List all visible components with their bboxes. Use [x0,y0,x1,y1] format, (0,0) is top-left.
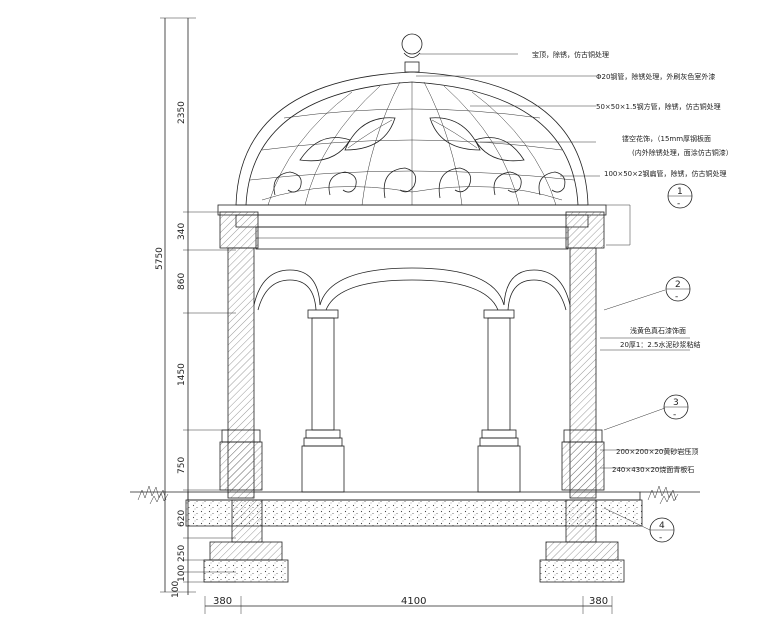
svg-text:-: - [677,199,680,209]
note-square-tube: 50×50×1.5钢方管，除锈，仿古铜处理 [596,102,721,111]
right-pillar [561,247,605,499]
dim-column: 1450 [177,363,187,386]
callout-4: 4 - [649,517,675,543]
svg-text:-: - [659,533,662,543]
floor-slab [130,491,700,527]
left-column [301,309,345,493]
dim-span: 4100 [401,596,426,607]
left-plants [137,485,169,505]
dome-ornament-leaves [299,117,525,162]
callout-3: 3 - [663,394,689,420]
note-flat-tube: 100×50×2钢扁管，除锈，仿古铜处理 [604,169,726,178]
svg-text:4: 4 [659,521,665,531]
dim-arch: 860 [177,273,187,290]
note-finial: 宝顶，除锈，仿古铜处理 [532,50,609,59]
note-bluestone: 240×430×20烧面青板石 [612,465,694,474]
horizontal-dimension-chain: 380 4100 380 [204,596,613,614]
svg-text:-: - [675,292,678,302]
left-pillar [219,247,263,499]
dim-footing-100b: 100 [171,581,181,598]
material-notes: 宝顶，除锈，仿古铜处理 Φ20钢管，除锈处理，外刷灰色室外漆 50×50×1.5… [532,50,733,474]
left-foundation [203,499,289,583]
arcade-arches [253,267,571,311]
note-openwork-1: 镂空花饰，（15mm厚钢板面 [622,134,711,143]
note-steel-pipe: Φ20钢管，除锈处理，外刷灰色室外漆 [596,72,715,81]
right-cornice [565,211,605,249]
dim-total: 5750 [155,247,165,270]
dim-right-pillar: 380 [589,596,608,607]
dim-dome: 2350 [177,101,187,124]
dim-footing-100a: 100 [177,565,187,582]
dim-left-pillar: 380 [213,596,232,607]
callout-2: 2 - [665,276,691,302]
callout-1: 1 - [667,183,693,209]
leader-lines [416,53,690,531]
svg-text:2: 2 [675,280,681,290]
svg-text:1: 1 [677,187,683,197]
note-mortar: 20厚1：2.5水泥砂浆粘结 [620,340,701,349]
dim-footing-620: 620 [177,510,187,527]
note-stone-paint: 浅黄色真石漆饰面 [630,326,686,335]
entablature [217,204,607,250]
svg-text:-: - [673,410,676,420]
dome-ornament-scrolls [261,167,566,201]
dome-frame [235,71,589,206]
left-cornice [219,211,259,249]
right-column [477,309,521,493]
dome-finial [401,33,423,73]
right-foundation [539,499,625,583]
right-plants [647,485,679,505]
dim-entablature: 340 [177,223,187,240]
note-coping: 200×200×20黄砂岩压顶 [616,447,698,456]
note-openwork-2: (内外除锈处理，面涂仿古铜漆） [632,148,733,157]
svg-text:3: 3 [673,398,679,408]
dim-base: 750 [177,457,187,474]
dim-footing-250: 250 [177,545,187,562]
